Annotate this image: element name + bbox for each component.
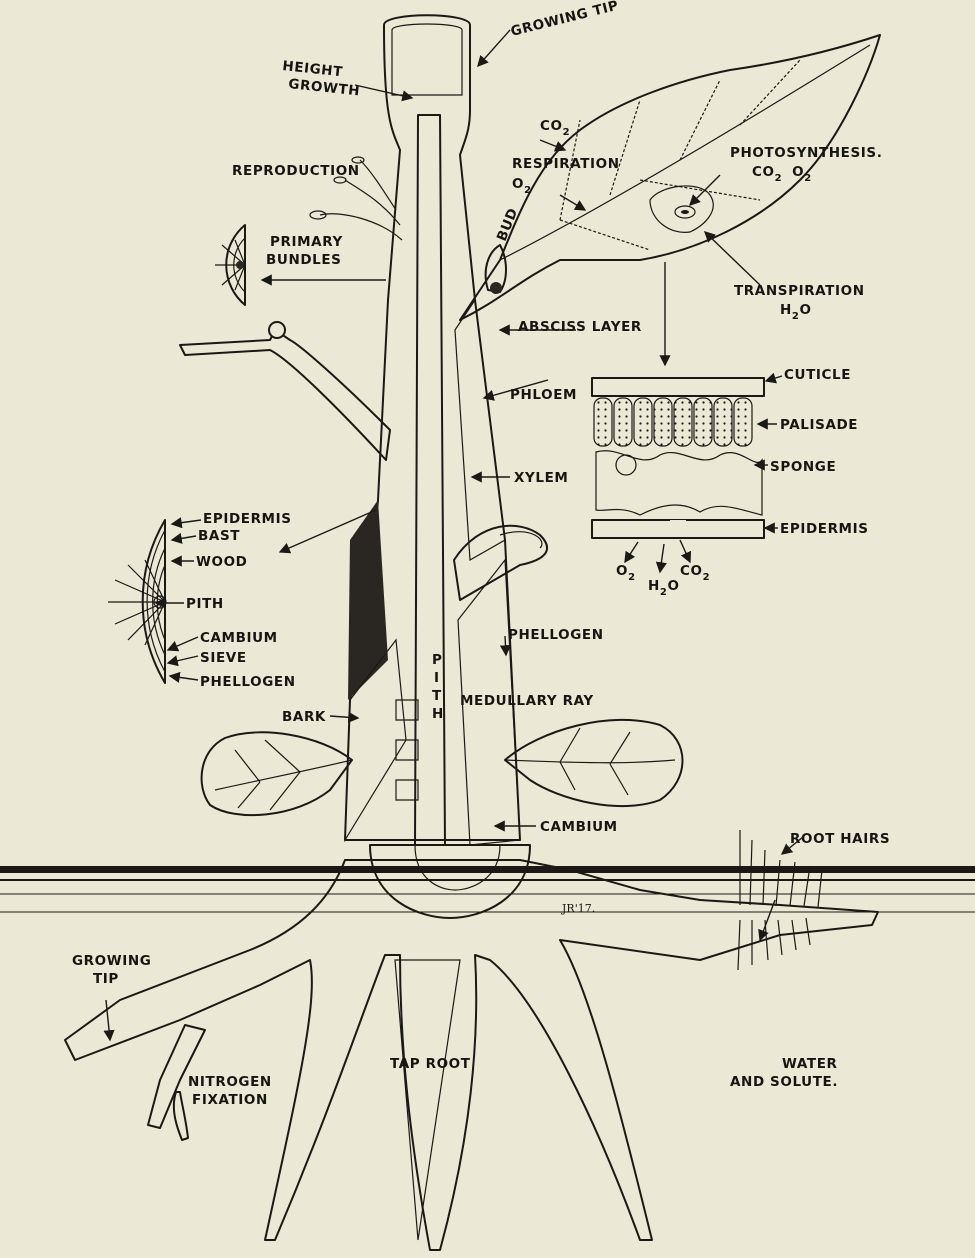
- label-gas-h2o: H2O: [648, 578, 680, 598]
- primary-bundles-section: [215, 225, 245, 305]
- label-signature: JR'17.: [561, 902, 595, 915]
- root-system: [65, 830, 878, 1250]
- stem-cross-section: [108, 520, 166, 683]
- label-pith-vertical-h: H: [432, 706, 444, 722]
- label-growing-tip-root-1: GROWING: [72, 953, 151, 969]
- label-phloem: PHLOEM: [510, 387, 577, 403]
- label-absciss-layer: ABSCISS LAYER: [518, 319, 642, 335]
- label-growing-tip-root-2: TIP: [93, 971, 119, 987]
- label-tap-root: TAP ROOT: [390, 1056, 471, 1072]
- label-reproduction: REPRODUCTION: [232, 163, 360, 179]
- ground-lines: [0, 866, 975, 912]
- label-primary-bundles-2: BUNDLES: [266, 252, 342, 268]
- label-wood: WOOD: [196, 554, 247, 570]
- label-respiration: RESPIRATION: [512, 156, 620, 172]
- label-bast: BAST: [198, 528, 240, 544]
- label-pith-vertical-i: I: [434, 670, 440, 686]
- label-bark: BARK: [282, 709, 326, 725]
- label-sponge: SPONGE: [770, 459, 836, 475]
- label-pith-vertical-p: P: [432, 652, 443, 668]
- label-transpiration-h2o: H2O: [780, 302, 812, 322]
- leaf-cross-section: [592, 378, 764, 538]
- label-o2-resp: O2: [512, 176, 532, 196]
- lower-leaf-left: [202, 732, 352, 815]
- label-root-hairs: ROOT HAIRS: [790, 831, 890, 847]
- label-pith-left: PITH: [186, 596, 224, 612]
- label-gas-o2: O2: [616, 563, 636, 583]
- label-medullary-ray: MEDULLARY RAY: [460, 693, 594, 709]
- label-primary-bundles-1: PRIMARY: [270, 234, 343, 250]
- label-nitrogen-1: NITROGEN: [188, 1074, 272, 1090]
- label-co2-resp: CO2: [540, 118, 570, 138]
- label-height-growth-2: GROWTH: [288, 76, 361, 99]
- label-transpiration: TRANSPIRATION: [734, 283, 865, 299]
- label-sieve: SIEVE: [200, 650, 247, 666]
- label-xylem: XYLEM: [514, 470, 568, 486]
- label-phellogen-right: PHELLOGEN: [508, 627, 604, 643]
- label-pith-vertical-t: T: [432, 688, 442, 704]
- label-epidermis-left: EPIDERMIS: [203, 511, 292, 527]
- label-cambium-right: CAMBIUM: [540, 819, 618, 835]
- label-cambium-left: CAMBIUM: [200, 630, 278, 646]
- lower-leaf-right: [505, 720, 683, 806]
- label-epidermis-right: EPIDERMIS: [780, 521, 869, 537]
- label-water-1: WATER: [782, 1056, 838, 1072]
- label-palisade: PALISADE: [780, 417, 858, 433]
- label-growing-tip-top: GROWING TIP: [509, 0, 620, 40]
- label-gas-co2: CO2: [680, 563, 710, 583]
- label-water-2: AND SOLUTE.: [730, 1074, 838, 1090]
- label-cuticle: CUTICLE: [784, 367, 851, 383]
- label-photosynthesis: PHOTOSYNTHESIS.: [730, 145, 882, 161]
- label-nitrogen-2: FIXATION: [192, 1092, 268, 1108]
- label-bud: BUD: [494, 206, 522, 244]
- label-phellogen-left: PHELLOGEN: [200, 674, 296, 690]
